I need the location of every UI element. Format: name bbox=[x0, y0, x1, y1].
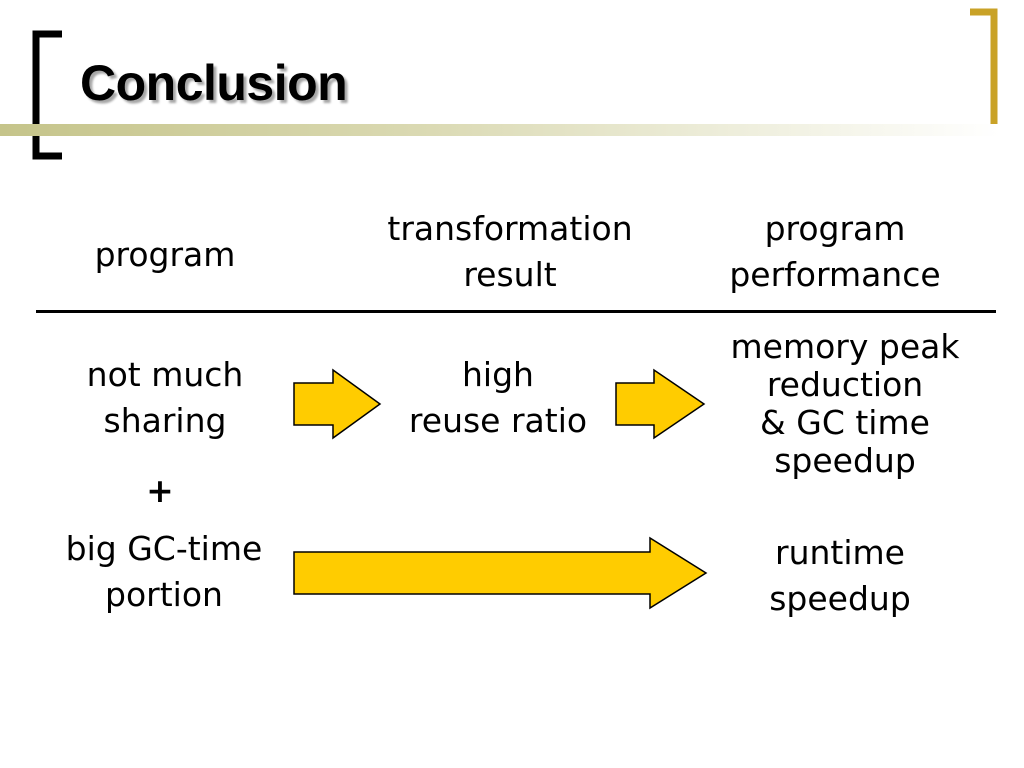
arrow-right-icon bbox=[615, 368, 706, 440]
row1-result: high reuse ratio bbox=[408, 355, 588, 440]
left-bracket-decoration bbox=[32, 30, 62, 160]
long-arrow-right-icon bbox=[293, 536, 708, 610]
slide-title: Conclusion bbox=[80, 55, 348, 111]
header-rule bbox=[36, 310, 996, 313]
header-transformation-result: transformation result bbox=[387, 209, 633, 294]
row1-performance: memory peak reduction & GC time speedup bbox=[730, 327, 960, 480]
header-program-performance: program performance bbox=[729, 209, 941, 294]
row2-performance: runtime speedup bbox=[769, 533, 911, 618]
header-program: program bbox=[94, 235, 236, 274]
plus-sign: + bbox=[146, 471, 174, 510]
row2-program: big GC-time portion bbox=[65, 529, 263, 614]
row1-program: not much sharing bbox=[86, 355, 244, 440]
title-underline-bar bbox=[0, 124, 1000, 136]
arrow-right-icon bbox=[293, 368, 382, 440]
